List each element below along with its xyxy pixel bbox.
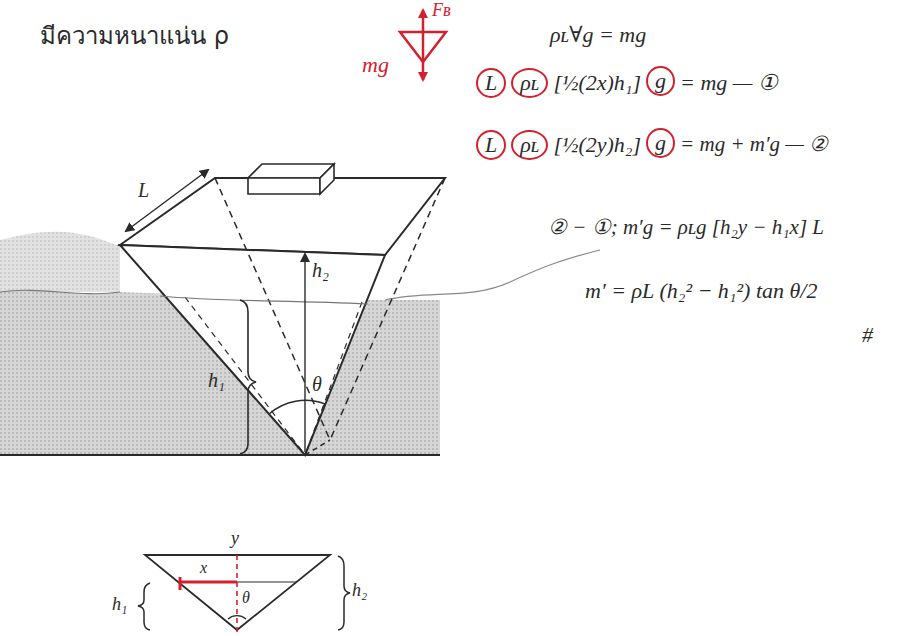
- problem-text: มีความหนาแน่น ρ: [40, 22, 229, 51]
- water: [0, 290, 120, 455]
- dimension-label: h₁: [208, 368, 225, 392]
- dimension-label: h₂: [352, 580, 367, 602]
- dimension-label: x: [200, 558, 207, 577]
- angle-label: θ: [242, 588, 250, 607]
- dimension-arrow: [126, 170, 208, 231]
- equation: ρʟ∀g = mg: [550, 22, 646, 48]
- circled-term: ρʟ: [511, 130, 548, 160]
- circled-term: L: [476, 68, 506, 98]
- cross-section-sketch: [138, 555, 350, 634]
- equation: [½(2x)h₁]: [553, 70, 641, 96]
- dimension-arrow: [304, 254, 305, 452]
- dimension-label: h₁: [112, 594, 127, 616]
- dimension-brace: [240, 300, 256, 454]
- angle-label: θ: [312, 372, 322, 396]
- dimension-label: L: [138, 178, 149, 202]
- angle-arc: [269, 400, 325, 414]
- shore: [0, 232, 120, 292]
- circled-term: ρʟ: [511, 68, 548, 98]
- dimension-label: h₂: [312, 258, 329, 282]
- equation: [½(2y)h₂]: [553, 132, 641, 158]
- end-mark: #: [862, 322, 873, 348]
- equation: = mg — ①: [680, 70, 778, 96]
- load-block: [248, 164, 334, 194]
- equation: m′ = ρL (h₂² − h₁²) tan θ/2: [585, 278, 817, 304]
- dimension-label: y: [231, 528, 239, 550]
- circled-term: g: [646, 66, 675, 96]
- free-body-sketch: [400, 10, 446, 80]
- force-label: mg: [362, 52, 389, 78]
- circled-term: g: [646, 128, 675, 158]
- water-surface: [0, 290, 120, 293]
- force-label: Fʙ: [432, 0, 451, 22]
- bottom-line: [0, 454, 440, 456]
- water-surface: [385, 250, 600, 300]
- equation: = mg + m′g — ②: [680, 132, 828, 157]
- circled-term: L: [476, 130, 506, 160]
- equation: ② − ①; m′g = ρʟg [h₂y − h₁x] L: [548, 215, 824, 240]
- boat-hull: [120, 178, 445, 455]
